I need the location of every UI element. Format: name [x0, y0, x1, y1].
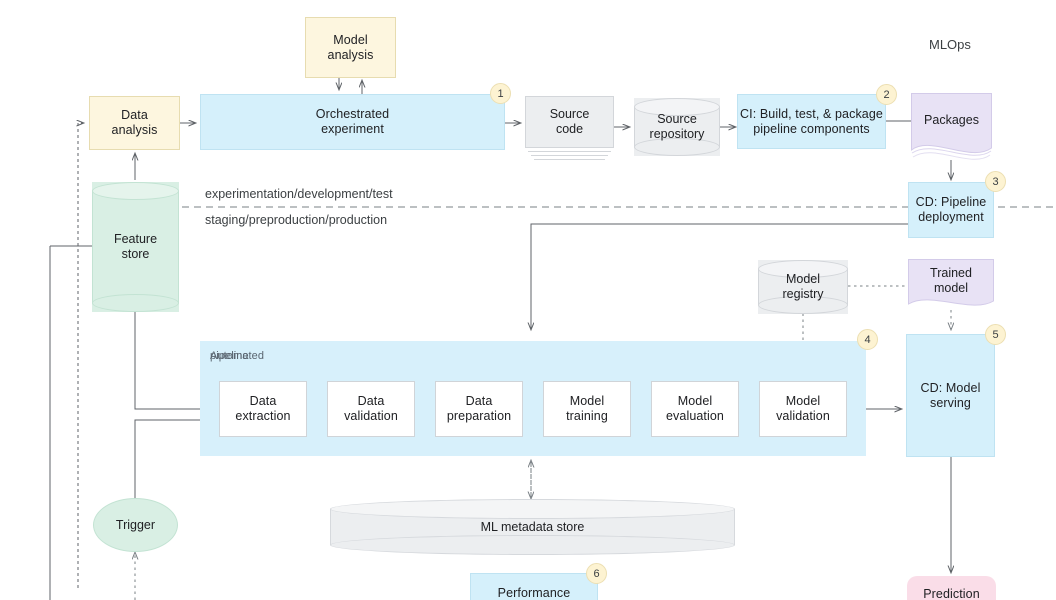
pipeline-step-model-training[interactable]: Model training — [543, 381, 631, 437]
pipeline-step-model-validation[interactable]: Model validation — [759, 381, 847, 437]
node-model-analysis[interactable]: Model analysis — [305, 17, 396, 78]
disc-top — [330, 499, 735, 519]
node-packages[interactable]: Packages — [911, 93, 992, 161]
node-feature-store[interactable]: Feature store — [92, 182, 179, 312]
node-cd-model-serving[interactable]: CD: Model serving — [906, 334, 995, 457]
node-ml-metadata-store[interactable]: ML metadata store — [330, 499, 735, 555]
automated-pipeline-label: Automated pipeline — [210, 350, 264, 362]
feature-store-label: Feature store — [113, 232, 158, 261]
cylinder-top — [758, 260, 848, 278]
node-orchestrated-experiment[interactable]: Orchestrated experiment — [200, 94, 505, 150]
cylinder-top — [92, 182, 179, 200]
badge-6: 6 — [586, 563, 607, 584]
cylinder-bottom — [634, 138, 720, 156]
node-trained-model[interactable]: Trained model — [908, 259, 994, 312]
badge-5: 5 — [985, 324, 1006, 345]
node-data-analysis[interactable]: Data analysis — [89, 96, 180, 150]
packages-shape — [911, 93, 992, 160]
badge-3: 3 — [985, 171, 1006, 192]
disc-bottom — [330, 535, 735, 555]
automated-pipeline-zone — [200, 341, 866, 456]
node-performance-monitoring[interactable]: Performance — [470, 573, 598, 600]
pipeline-step-data-validation[interactable]: Data validation — [327, 381, 415, 437]
node-source-code[interactable]: Source code — [525, 96, 614, 160]
trained-model-shape — [908, 259, 994, 306]
badge-2: 2 — [876, 84, 897, 105]
node-cd-pipeline-deployment[interactable]: CD: Pipeline deployment — [908, 182, 994, 238]
badge-1: 1 — [490, 83, 511, 104]
node-ci-build[interactable]: CI: Build, test, & package pipeline comp… — [737, 94, 886, 149]
diagram-title: MLOps — [929, 37, 971, 52]
zone-label-line-a: Automated — [210, 350, 265, 362]
node-model-registry[interactable]: Model registry — [758, 260, 848, 314]
packages-label: Packages — [924, 112, 979, 127]
trained-model-label: Trained model — [930, 265, 972, 295]
stack-line-3 — [534, 159, 605, 160]
pipeline-step-model-evaluation[interactable]: Model evaluation — [651, 381, 739, 437]
node-prediction[interactable]: Prediction — [907, 576, 996, 600]
cylinder-bottom — [92, 294, 179, 312]
environment-label-bottom: staging/preproduction/production — [205, 213, 388, 227]
source-code-sheet: Source code — [525, 96, 614, 148]
badge-4: 4 — [857, 329, 878, 350]
ml-metadata-store-label: ML metadata store — [480, 520, 585, 534]
model-registry-label: Model registry — [782, 272, 824, 301]
cylinder-bottom — [758, 296, 848, 314]
zone-label-line-b: pipeline — [210, 350, 249, 362]
node-source-repository[interactable]: Source repository — [634, 98, 720, 156]
node-trigger[interactable]: Trigger — [93, 498, 178, 552]
cylinder-body — [92, 191, 179, 303]
stack-line-1 — [528, 151, 611, 152]
cylinder-top — [634, 98, 720, 116]
stack-line-2 — [531, 155, 608, 156]
source-repository-label: Source repository — [649, 112, 705, 141]
environment-label-top: experimentation/development/test — [205, 187, 393, 201]
pipeline-step-data-extraction[interactable]: Data extraction — [219, 381, 307, 437]
pipeline-step-data-preparation[interactable]: Data preparation — [435, 381, 523, 437]
